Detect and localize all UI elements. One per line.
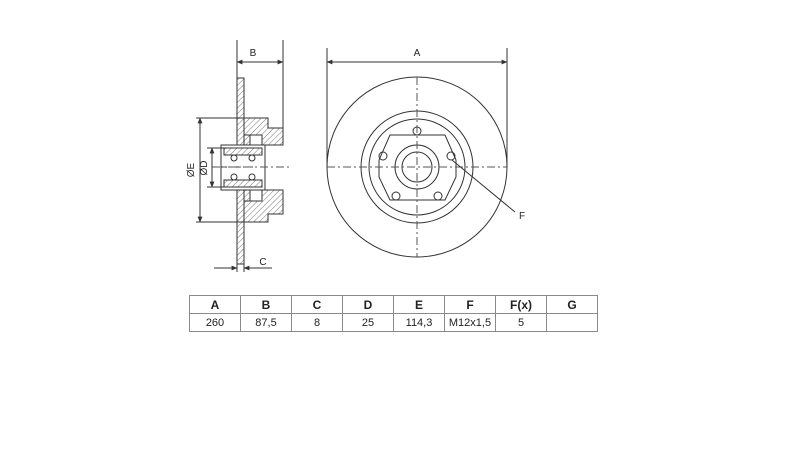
spec-header-cell: B [240,295,292,314]
spec-value-cell [546,313,598,332]
wheel-stud-hole [446,151,456,161]
bearing-ball [230,154,238,162]
spec-value-cell: 25 [342,313,394,332]
label-e: ØE [186,162,197,177]
spec-header-cell: F [444,295,496,314]
bearing-race-upper [223,147,263,156]
spec-table: A B C D E F F(x) G 260 87,5 8 25 114,3 M… [189,295,598,332]
label-f: F [519,211,525,222]
hub-section-lower [243,189,284,223]
leader-f [451,159,516,213]
spec-header-cell: E [393,295,445,314]
bearing-ball [230,173,238,181]
spec-header-cell: D [342,295,394,314]
bearing-ball [248,154,256,162]
spec-value-cell: M12x1,5 [444,313,496,332]
bearing-ball [248,173,256,181]
label-c: C [259,257,266,268]
spec-header-cell: C [291,295,343,314]
label-a: A [414,48,421,59]
wheel-stud-hole [378,151,388,161]
spec-value-cell: 114,3 [393,313,445,332]
hat-outer [368,118,466,216]
spec-value-cell: 260 [189,313,241,332]
spec-header-cell: A [189,295,241,314]
wheel-stud-hole [433,191,443,201]
spec-value-cell: 87,5 [240,313,292,332]
spec-value-cell: 8 [291,313,343,332]
label-d: ØD [199,161,210,176]
hub-flange-upper [243,134,251,146]
side-section-view [196,40,292,272]
spec-value-row: 260 87,5 8 25 114,3 M12x1,5 5 [189,313,598,332]
hub-flange-contour [378,134,457,201]
spec-header-cell: F(x) [495,295,547,314]
wheel-stud-hole [391,191,401,201]
spec-header-cell: G [546,295,598,314]
bearing-race-lower [223,179,263,188]
spec-header-row: A B C D E F F(x) G [189,295,598,314]
front-view [326,48,516,258]
label-b: B [250,48,257,59]
spec-value-cell: 5 [495,313,547,332]
hub-flange-lower [243,189,251,202]
